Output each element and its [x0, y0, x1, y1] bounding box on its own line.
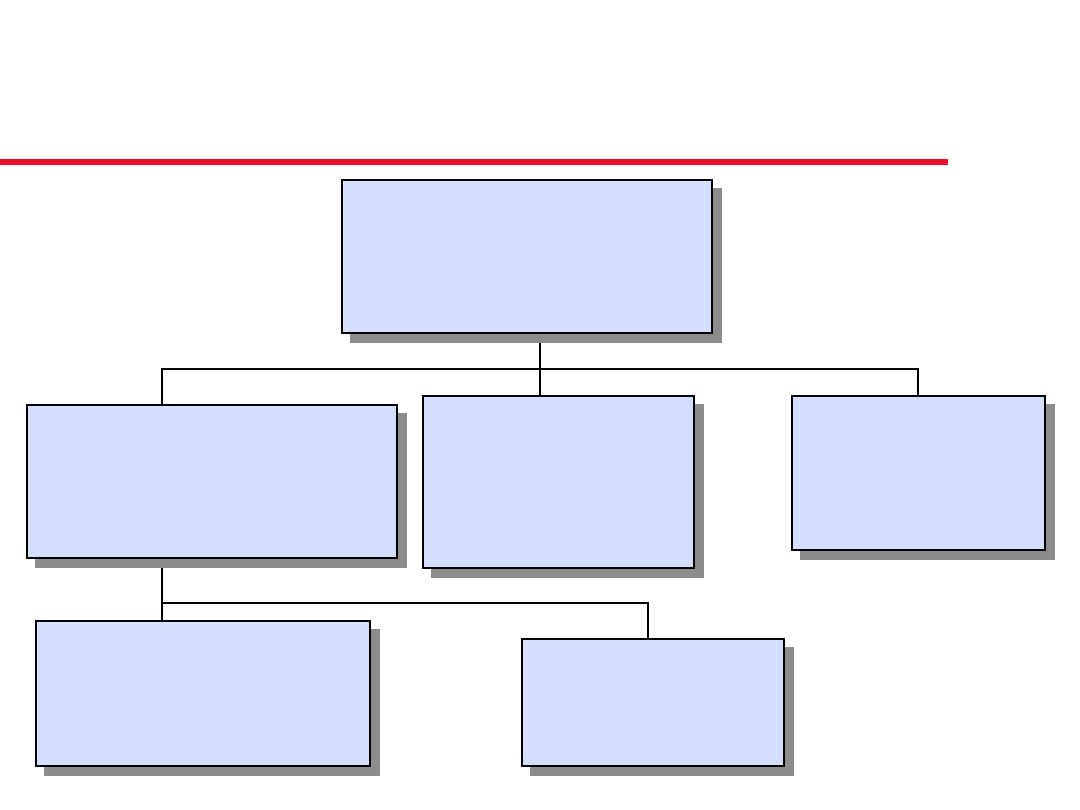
org-node-right: [791, 395, 1046, 551]
org-node-bottom-left: [35, 620, 371, 767]
org-node-center: [422, 395, 695, 569]
accent-rule: [0, 159, 948, 165]
org-node-root: [341, 179, 713, 334]
org-node-left: [26, 404, 398, 559]
org-node-bottom-center: [521, 638, 785, 767]
